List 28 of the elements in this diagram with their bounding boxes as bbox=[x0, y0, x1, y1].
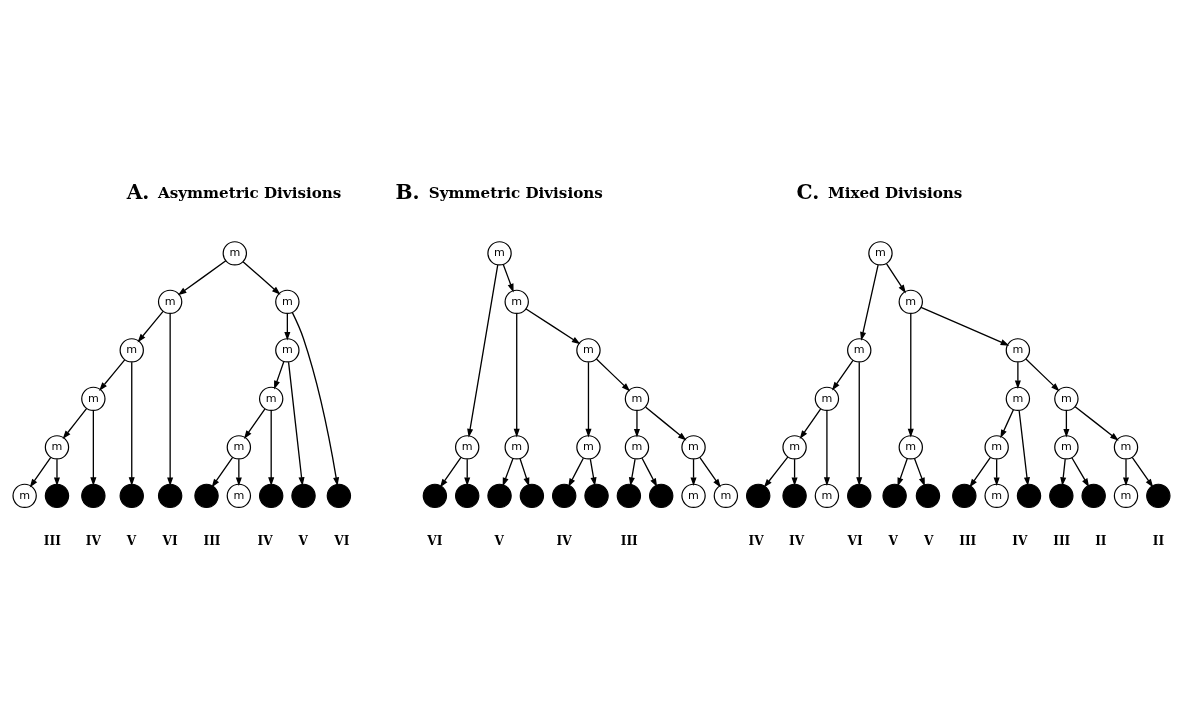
node-label: VI bbox=[334, 534, 350, 549]
node-label: III bbox=[959, 534, 977, 549]
label: VI bbox=[427, 534, 443, 549]
node-label: V bbox=[126, 534, 137, 549]
node-label: III bbox=[1053, 534, 1071, 549]
label: V bbox=[494, 534, 504, 549]
label: Asymmetric Divisions bbox=[158, 183, 342, 202]
node-label: IV bbox=[85, 534, 101, 549]
label: A. bbox=[126, 180, 150, 205]
node-label: V bbox=[923, 534, 934, 549]
node-label: VI bbox=[847, 534, 863, 549]
node-label: IV bbox=[789, 534, 805, 549]
node-label: II bbox=[1095, 534, 1107, 549]
label: Mixed Divisions bbox=[827, 183, 963, 202]
node-label: IV bbox=[257, 534, 273, 549]
label: B. bbox=[395, 180, 420, 205]
node-label: II bbox=[1152, 534, 1165, 549]
label: C. bbox=[796, 180, 820, 205]
label: Symmetric Divisions bbox=[428, 183, 603, 202]
node-label: VI bbox=[162, 534, 178, 549]
node-label: IV bbox=[1012, 534, 1028, 549]
label: III bbox=[620, 534, 638, 549]
node-label: III bbox=[203, 534, 221, 549]
node-label: V bbox=[888, 534, 898, 549]
node-label: III bbox=[43, 534, 61, 549]
node-label: V bbox=[298, 534, 308, 549]
label: IV bbox=[556, 534, 572, 549]
node-label: IV bbox=[748, 534, 764, 549]
